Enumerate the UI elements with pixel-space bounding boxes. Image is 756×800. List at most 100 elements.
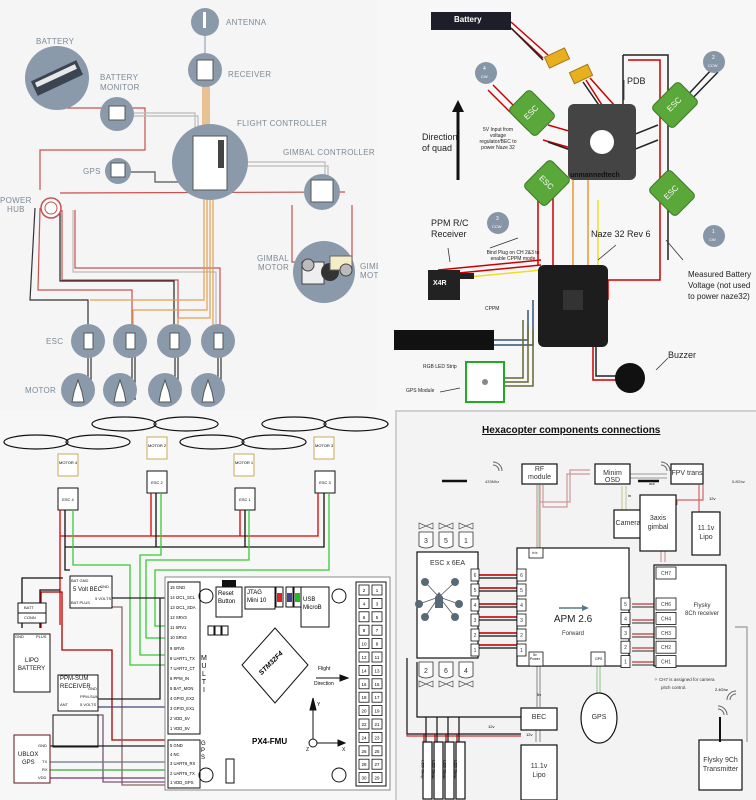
ch7-note: ✧ CH7 is assigned for camera pitch contr… <box>654 676 715 692</box>
led-red <box>277 593 282 602</box>
multi-letter: L <box>201 671 206 678</box>
receiver-channel <box>655 640 677 654</box>
multi-pin-list: 15 GND 14 I2C1_SCL 13 I2C1_SDA 12 SRV3 1… <box>170 583 196 734</box>
multi-pin: 10 SRV2 <box>170 635 187 641</box>
propeller-1-right <box>241 434 307 450</box>
header-pin-number: 26 <box>361 749 367 754</box>
rf-wires <box>536 469 590 550</box>
header-pin <box>358 745 370 757</box>
receiver-channel-label: CH6 <box>661 602 671 608</box>
antenna-label: ANTENNA <box>226 18 267 27</box>
ppm-label-2: Receiver <box>431 229 467 239</box>
motor-icon <box>418 661 434 679</box>
header-pin <box>371 651 383 663</box>
motor-number: 4 <box>464 668 468 675</box>
lipo-bottom-box <box>520 744 558 800</box>
esc-pin-number: 2 <box>474 633 477 639</box>
flight-direction-label-2: Direction <box>314 681 334 687</box>
batt-conn-label-2: CONN <box>24 615 36 620</box>
motor-1-label: MOTOR 1 <box>235 460 254 465</box>
propeller-icon <box>438 522 454 530</box>
apm-input-pin <box>516 583 527 597</box>
usb-microb-port <box>300 586 330 628</box>
osd-label: Minim OSD <box>603 470 622 484</box>
esc-pin <box>470 628 480 642</box>
esc-pin-number: 3 <box>474 618 477 624</box>
receiver-channel <box>655 655 677 669</box>
fc-signal-wires <box>90 190 218 329</box>
lipo-name-1: LIPO <box>25 658 39 664</box>
esc-top-right <box>652 82 698 128</box>
reset-label: Reset Button <box>218 590 235 606</box>
apm-input-pin-number: 2 <box>520 633 523 639</box>
motor-icon <box>458 531 474 549</box>
apm-input-pin-number: 5 <box>520 588 523 594</box>
ppm-pointer <box>447 247 451 263</box>
receiver-wires <box>202 82 210 140</box>
gimbal-label-2: gimbal <box>647 524 669 531</box>
header-pin-number: 21 <box>374 722 380 727</box>
esc-motor-wires <box>87 350 222 400</box>
mount-hole-br <box>331 767 347 783</box>
bec-box <box>69 575 113 609</box>
transmitter-label-1: Flysky 9Ch <box>703 757 738 764</box>
esc-pin <box>470 613 480 627</box>
bec-label: BEC <box>531 714 547 721</box>
multi-pin: 8 UART1_TX <box>170 655 195 661</box>
battery-monitor-label-1: BATTERY <box>100 73 139 82</box>
gps-wire <box>124 171 200 183</box>
ppm-sum-pin: PPM-SUM <box>80 694 99 699</box>
header-pin <box>358 624 370 636</box>
gimbal-motor-left-label-1: GIMBAL <box>257 254 290 263</box>
bec-bat-gnd: BAT GND <box>71 578 89 583</box>
apm-output-pin-number: 1 <box>624 660 627 666</box>
gps-module-label: GPS Module <box>406 388 435 394</box>
voltage-jumper <box>225 758 235 784</box>
header-pin-number: 1 <box>376 588 379 593</box>
bind-note: Bind Plug on CH 2&3 to enable CPPM mode <box>478 250 548 262</box>
esc-bec-wire-red <box>406 734 521 737</box>
lipo-bottom-label-1: 11.1v <box>530 763 548 770</box>
header-pin <box>358 584 370 596</box>
gps-wires <box>596 666 601 697</box>
ppm-label-1: PPM R/C <box>431 218 469 228</box>
motor-icon-4 <box>201 378 215 403</box>
gimbal-ch7-wires <box>660 550 666 562</box>
gps-wires <box>503 320 534 387</box>
direction-label-1: Direction <box>422 132 458 142</box>
v12-label: 12v <box>709 496 716 501</box>
buzzer-wire-red <box>592 345 618 381</box>
header-pin-number: 13 <box>374 668 380 673</box>
motor-1 <box>703 225 725 247</box>
gimbal-label: 3axis gimbal <box>640 514 676 532</box>
motor-3 <box>487 212 509 234</box>
gps-label: GPS <box>83 167 101 176</box>
motor3-num: 3 <box>496 216 499 222</box>
power-bec-wires <box>536 666 541 707</box>
header-pin <box>371 705 383 717</box>
esc-icon-2 <box>125 332 136 350</box>
wiring-illustration-svg <box>25 8 355 407</box>
motor-2 <box>703 51 725 73</box>
header-pin <box>358 691 370 703</box>
motor-3-box <box>313 436 335 460</box>
header-pin <box>371 718 383 730</box>
motor1-num: 1 <box>712 229 715 235</box>
power-port <box>528 651 544 667</box>
px4-fmu-board <box>164 576 391 791</box>
apm-rx-wires-black <box>632 606 657 666</box>
receiver-channel <box>655 611 677 625</box>
receiver-icon <box>196 59 214 81</box>
osd-camera-wires <box>621 486 627 510</box>
header-pin <box>358 651 370 663</box>
propeller-4-right <box>65 434 131 450</box>
rgb-label: RGB LED Strip <box>423 364 457 370</box>
motor-4-label: MOTOR 4 <box>59 460 78 465</box>
header-pin-number: 10 <box>361 642 367 647</box>
apm-output-pin <box>620 640 631 654</box>
gps-port <box>590 651 606 667</box>
antenna-icon <box>203 12 206 28</box>
